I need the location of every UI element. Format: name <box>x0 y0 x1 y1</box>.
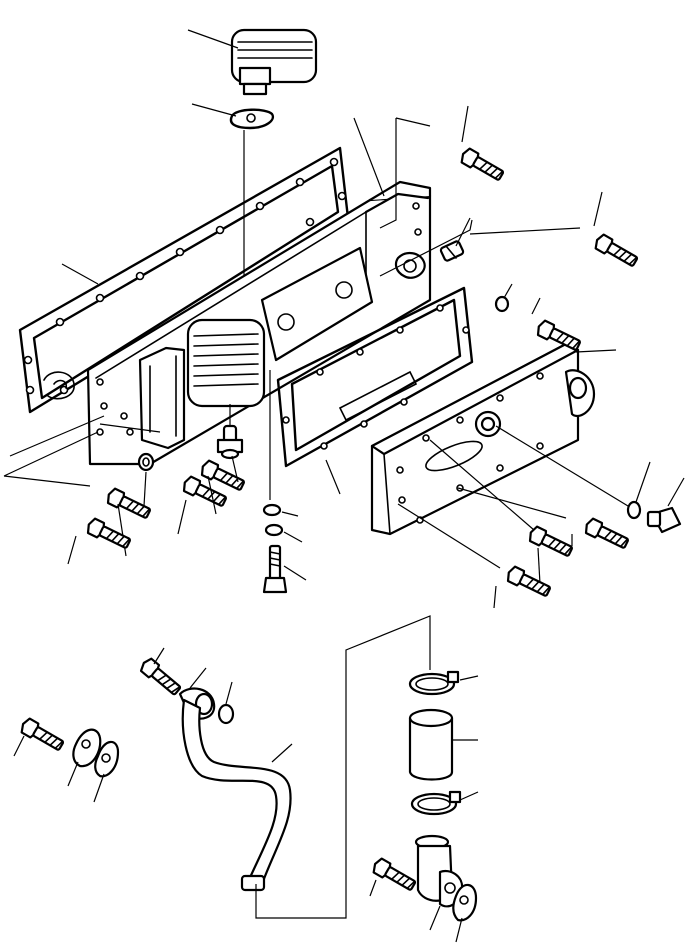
leader-line <box>353 117 385 197</box>
leader-line <box>459 675 479 681</box>
leader-line <box>9 415 161 457</box>
cooler-core <box>186 246 374 408</box>
leader-line <box>429 905 441 931</box>
lock-washer <box>264 523 284 537</box>
leader-line <box>67 535 77 565</box>
bolt <box>457 145 507 185</box>
flange-gasket <box>72 728 102 768</box>
bolt <box>504 564 553 601</box>
leader-line <box>455 917 463 943</box>
leader-line <box>61 263 99 285</box>
large-gasket <box>18 146 350 414</box>
oil-pipe <box>181 698 292 892</box>
hose-clamp <box>410 790 462 816</box>
leader-line <box>461 105 469 143</box>
bolt <box>17 715 67 755</box>
washer <box>137 452 155 472</box>
housing-plug <box>439 240 465 262</box>
bolt <box>591 231 641 271</box>
bolt <box>84 516 133 553</box>
leader-line <box>593 191 603 227</box>
leader-line <box>537 547 541 585</box>
drain-plug <box>646 506 682 534</box>
leader-line <box>459 791 479 801</box>
leader-line <box>189 667 207 689</box>
leader-line <box>531 297 541 315</box>
leader-line <box>231 455 239 483</box>
leader-line <box>143 471 147 507</box>
leader-line <box>469 227 581 235</box>
cooler-cover <box>370 342 596 536</box>
leader-line <box>455 217 471 247</box>
washer <box>494 295 510 313</box>
cover-gasket <box>276 286 474 468</box>
washer <box>262 503 282 517</box>
leader-line <box>191 103 237 117</box>
bolt <box>582 516 631 553</box>
leader-line <box>283 565 307 581</box>
leader-line <box>379 117 431 229</box>
leader-line <box>325 459 341 495</box>
flange-gasket <box>94 740 120 778</box>
leader-line <box>495 425 629 507</box>
leader-line <box>271 743 293 763</box>
relief-valve <box>216 424 244 460</box>
oil-cooler-element <box>230 28 318 96</box>
flange-gasket <box>452 883 478 922</box>
hose-clamp <box>408 670 460 696</box>
leader-line <box>457 487 567 519</box>
hose <box>408 708 454 781</box>
leader-line <box>93 773 105 803</box>
leader-line <box>281 511 299 517</box>
element-gasket <box>229 108 275 130</box>
leader-line <box>283 531 303 543</box>
leader-line <box>379 219 473 277</box>
leader-line <box>397 503 501 569</box>
leader-line <box>67 761 79 787</box>
leader-line <box>493 585 497 609</box>
leader-line <box>635 461 651 503</box>
leader-line <box>429 439 535 531</box>
leader-line <box>575 349 617 353</box>
bolt <box>369 855 419 895</box>
bolt <box>137 655 184 699</box>
leader-line <box>13 735 25 757</box>
o-ring <box>217 703 235 725</box>
bolt <box>526 524 575 561</box>
bolt <box>262 544 288 594</box>
elbow-connector <box>414 834 464 908</box>
leader-line <box>207 475 217 515</box>
leader-line <box>177 499 187 535</box>
leader-line <box>187 29 239 49</box>
leader-line <box>225 681 233 705</box>
leader-line <box>153 647 165 665</box>
o-ring <box>626 500 642 520</box>
cooler-housing <box>86 180 432 466</box>
leader-line <box>667 477 685 507</box>
leader-line <box>255 615 431 919</box>
leader-line <box>3 431 99 487</box>
leader-line <box>503 283 513 299</box>
leader-line <box>369 879 377 897</box>
